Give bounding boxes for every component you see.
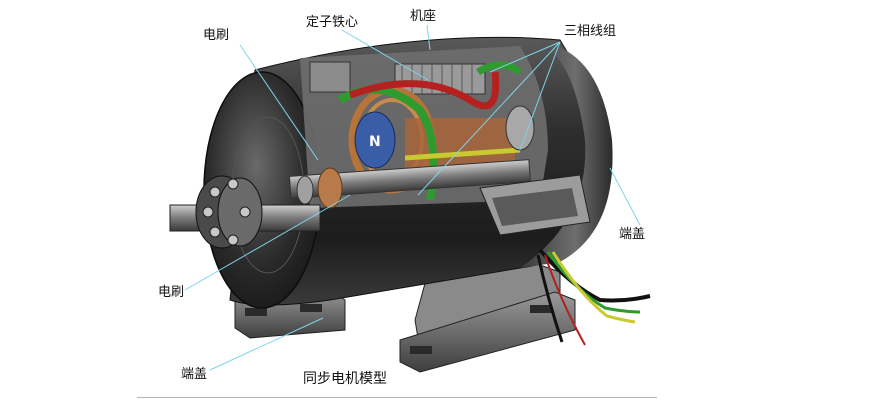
pointer-brush-top (239, 44, 319, 161)
pointer-winding-1 (489, 41, 561, 73)
label-brush-top: 电刷 (203, 28, 230, 43)
pointer-end-cover-bottom (209, 317, 324, 371)
label-pointers (184, 24, 641, 371)
rotor-pole-mark: N (369, 134, 381, 150)
rotor: N (354, 111, 396, 169)
label-three-phase-winding: 三相线组 (564, 24, 617, 39)
mounting-feet (234, 257, 576, 373)
label-frame: 机座 (410, 9, 437, 24)
pointer-end-cover-right (609, 167, 641, 226)
pointer-winding-2 (519, 41, 561, 151)
label-end-cover-right: 端盖 (619, 227, 646, 242)
diagram-caption: 同步电机模型 (303, 371, 387, 387)
label-end-cover-bottom: 端盖 (181, 367, 208, 382)
label-stator-core: 定子铁心 (306, 15, 359, 30)
pointer-frame (426, 24, 431, 51)
lead-wires (536, 248, 651, 346)
terminal-box (479, 174, 591, 236)
pointer-stator-core (341, 29, 429, 81)
bottom-divider (137, 397, 657, 398)
label-brush-bottom: 电刷 (158, 285, 185, 300)
pointer-brush-bottom (184, 194, 351, 291)
flange-coupling (195, 175, 263, 249)
pointer-winding-3 (417, 41, 561, 196)
